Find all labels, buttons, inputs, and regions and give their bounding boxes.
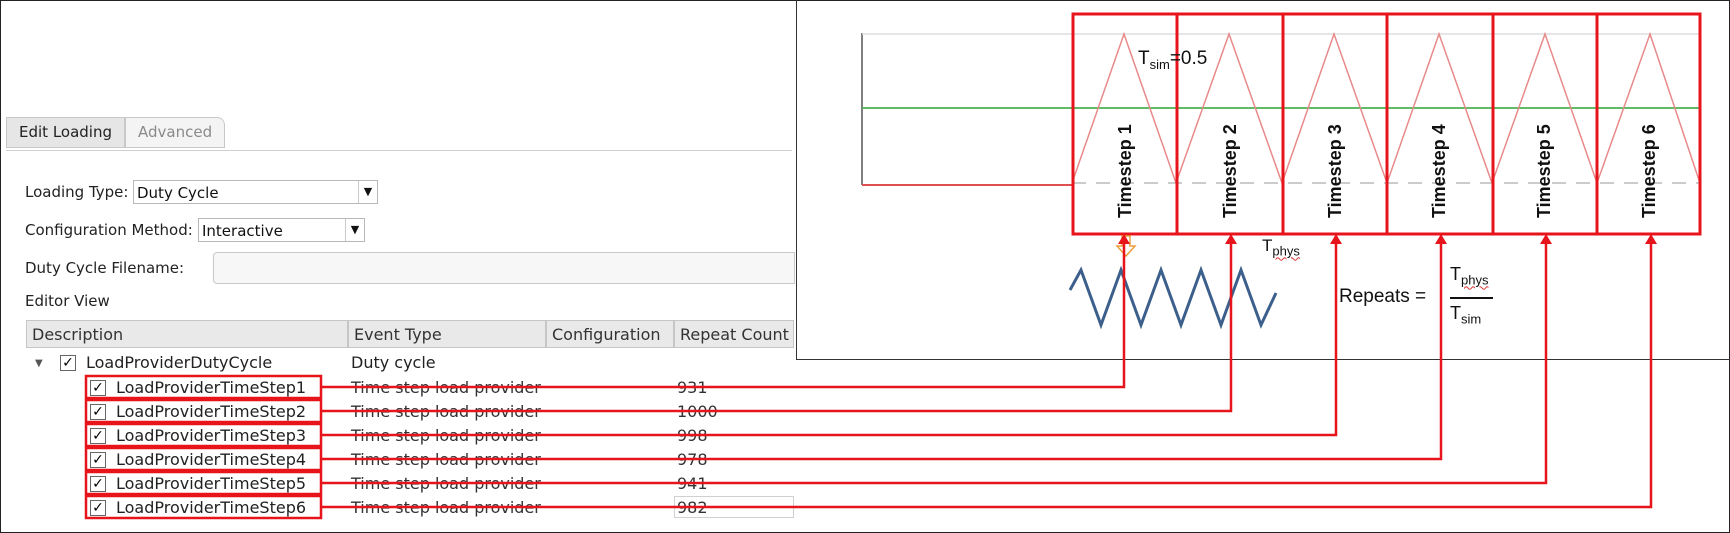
tab-advanced[interactable]: Advanced: [125, 117, 226, 148]
arrowhead-icon: [1225, 234, 1237, 244]
chevron-down-icon[interactable]: ▼: [358, 181, 377, 203]
diagram-panel: [796, 0, 1730, 360]
connector-line: [321, 244, 1338, 437]
row-highlight-box: [84, 494, 323, 520]
row-highlight-box: [84, 398, 323, 424]
row-description: LoadProviderTimeStep3: [116, 426, 307, 445]
row-highlight-box: [84, 470, 323, 496]
connector-line: [321, 244, 1653, 509]
orange-arrow-icon: [1115, 235, 1137, 258]
parent-event-type: Duty cycle: [351, 353, 436, 372]
row-checkbox[interactable]: ✓: [90, 452, 106, 468]
column-header-configuration[interactable]: Configuration: [546, 320, 674, 348]
timestep-label: Timestep 6: [1639, 124, 1659, 218]
tphys-subscript: phys: [1272, 243, 1300, 259]
loading-type-label: Loading Type:: [25, 183, 129, 201]
tphys-annotation: Tphys: [1262, 236, 1300, 258]
row-description: LoadProviderTimeStep2: [116, 402, 307, 421]
row-highlight-box: [84, 374, 323, 400]
connector-line: [321, 244, 1126, 389]
config-method-value: Interactive: [202, 222, 283, 240]
arrowhead-icon: [1118, 234, 1130, 244]
loading-type-select[interactable]: Duty Cycle ▼: [133, 180, 378, 204]
connector-line: [321, 244, 1233, 413]
column-header-description[interactable]: Description: [26, 320, 348, 348]
row-checkbox[interactable]: ✓: [90, 380, 106, 396]
loading-type-value: Duty Cycle: [137, 184, 219, 202]
arrowhead-icon: [1645, 234, 1657, 244]
duty-cycle-filename-label: Duty Cycle Filename:: [25, 259, 185, 277]
tsim-annotation: Tsim=0.5: [1138, 48, 1207, 72]
tab-divider: [6, 150, 792, 151]
repeats-label: Repeats =: [1339, 286, 1427, 307]
expand-triangle-icon[interactable]: ▼: [35, 358, 43, 369]
chevron-down-icon[interactable]: ▼: [345, 219, 364, 241]
checkbox-parent[interactable]: ✓: [60, 355, 76, 371]
timestep-label: Timestep 4: [1429, 124, 1449, 218]
denominator-symbol: T: [1450, 303, 1461, 323]
fraction-denominator: Tsim: [1450, 303, 1481, 327]
arrowhead-icon: [1540, 234, 1552, 244]
timestep-label: Timestep 5: [1534, 124, 1554, 218]
tsim-subscript: sim: [1149, 56, 1170, 72]
tsim-symbol: T: [1138, 48, 1150, 69]
row-checkbox[interactable]: ✓: [90, 428, 106, 444]
timestep-label: Timestep 3: [1325, 124, 1345, 218]
duty-cycle-filename-field[interactable]: [213, 252, 795, 284]
fraction-numerator: Tphys: [1450, 264, 1488, 288]
column-header-event-type[interactable]: Event Type: [348, 320, 546, 348]
row-checkbox[interactable]: ✓: [90, 500, 106, 516]
timestep-box: [1595, 12, 1702, 236]
tsim-value: =0.5: [1169, 48, 1208, 69]
row-description: LoadProviderTimeStep6: [116, 498, 307, 517]
timestep-label: Timestep 1: [1115, 124, 1135, 218]
denominator-subscript: sim: [1461, 311, 1482, 327]
row-checkbox[interactable]: ✓: [90, 404, 106, 420]
connector-lines: [84, 244, 1653, 520]
config-method-label: Configuration Method:: [25, 221, 193, 239]
numerator-symbol: T: [1450, 264, 1461, 284]
physical-signal-wave: [1068, 265, 1278, 330]
parent-description: LoadProviderDutyCycle: [86, 353, 273, 372]
row-checkbox[interactable]: ✓: [90, 476, 106, 492]
row-highlight-box: [84, 446, 323, 472]
row-description: LoadProviderTimeStep1: [116, 378, 307, 397]
row-description: LoadProviderTimeStep5: [116, 474, 307, 493]
row-highlight-box: [84, 422, 323, 448]
tphys-symbol: T: [1262, 236, 1273, 255]
arrowhead-icon: [1435, 234, 1447, 244]
editor-view-label: Editor View: [25, 292, 110, 310]
connector-line: [321, 244, 1443, 461]
row-description: LoadProviderTimeStep4: [116, 450, 307, 469]
timestep-label: Timestep 2: [1220, 124, 1240, 218]
column-header-repeat-count[interactable]: Repeat Count: [674, 320, 794, 348]
tab-edit-loading[interactable]: Edit Loading: [6, 117, 125, 148]
arrowhead-icon: [1330, 234, 1342, 244]
tab-bar: Edit Loading Advanced: [6, 117, 226, 148]
connector-arrowheads: [1118, 234, 1657, 244]
connector-line: [321, 244, 1548, 485]
numerator-subscript: phys: [1461, 272, 1489, 288]
config-method-select[interactable]: Interactive ▼: [198, 218, 365, 242]
